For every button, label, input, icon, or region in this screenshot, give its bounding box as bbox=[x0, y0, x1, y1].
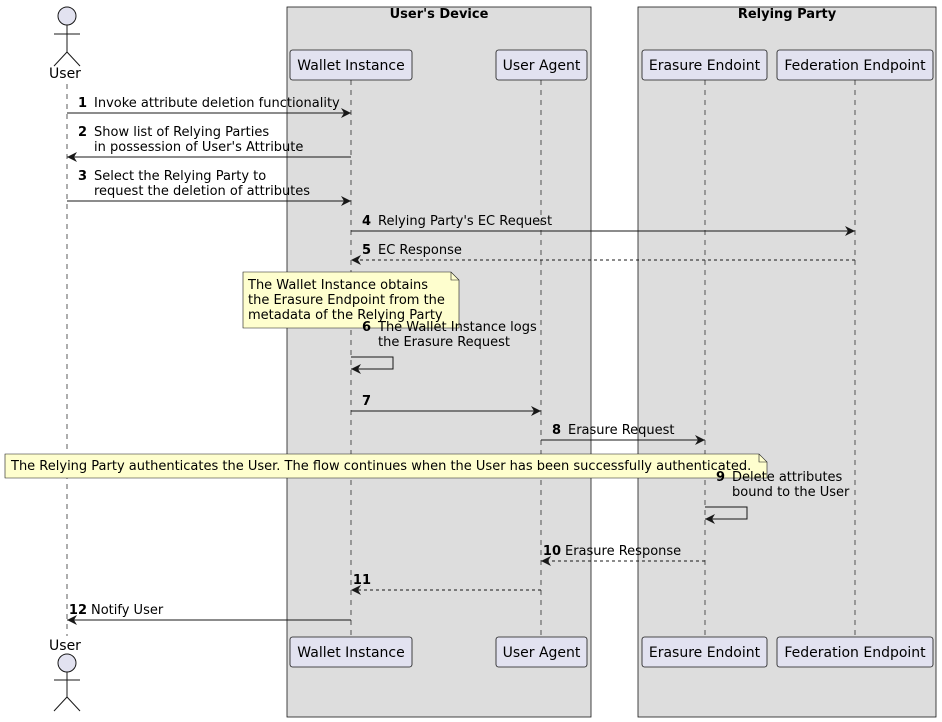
participant-wallet-label: Wallet Instance bbox=[297, 645, 404, 661]
message-12: 12 Notify User bbox=[67, 603, 351, 625]
message-5: 5 EC Response bbox=[351, 243, 855, 265]
participant-federation-top: Federation Endpoint bbox=[776, 49, 934, 81]
message-label: request the deletion of attributes bbox=[94, 184, 310, 199]
message-label: Relying Party's EC Request bbox=[378, 214, 552, 229]
participant-wallet-label: Wallet Instance bbox=[297, 58, 404, 74]
note-authentication: The Relying Party authenticates the User… bbox=[4, 453, 768, 479]
message-label: bound to the User bbox=[732, 485, 850, 500]
message-number: 9 bbox=[716, 470, 725, 485]
message-4: 4 Relying Party's EC Request bbox=[351, 214, 855, 236]
message-10: 10 Erasure Response bbox=[541, 544, 705, 566]
message-label: EC Response bbox=[378, 243, 462, 258]
message-number: 2 bbox=[78, 125, 87, 140]
message-number: 8 bbox=[552, 423, 561, 438]
message-label: Notify User bbox=[91, 603, 164, 618]
participant-user-bottom: User bbox=[49, 638, 81, 712]
box-relying-party-title: Relying Party bbox=[738, 7, 837, 22]
message-label: Invoke attribute deletion functionality bbox=[94, 96, 340, 111]
message-label: Erasure Response bbox=[565, 544, 681, 559]
box-users-device-title: User's Device bbox=[390, 7, 489, 22]
message-1: 1 Invoke attribute deletion functionality bbox=[67, 96, 351, 118]
message-label: Delete attributes bbox=[732, 470, 843, 485]
message-label: in possession of User's Attribute bbox=[94, 140, 303, 155]
message-number: 3 bbox=[78, 169, 87, 184]
self-message-arrow bbox=[705, 506, 748, 524]
message-number: 4 bbox=[362, 214, 371, 229]
participant-wallet-bottom: Wallet Instance bbox=[289, 636, 413, 668]
participant-wallet-top: Wallet Instance bbox=[289, 49, 413, 81]
participant-agent-label: User Agent bbox=[503, 645, 581, 661]
message-label: Show list of Relying Parties bbox=[94, 125, 269, 140]
lifelines bbox=[66, 80, 856, 636]
note-line: The Wallet Instance obtains bbox=[247, 278, 428, 293]
note-line: metadata of the Relying Party bbox=[248, 308, 443, 323]
participant-federation-label: Federation Endpoint bbox=[784, 58, 926, 74]
message-number: 11 bbox=[353, 573, 371, 588]
participant-federation-label: Federation Endpoint bbox=[784, 645, 926, 661]
actor-icon bbox=[53, 6, 81, 67]
actor-icon bbox=[53, 653, 81, 712]
participant-user-label: User bbox=[49, 638, 81, 654]
participant-erasure-label: Erasure Endoint bbox=[649, 58, 761, 74]
message-number: 10 bbox=[543, 544, 561, 559]
participant-agent-bottom: User Agent bbox=[495, 636, 588, 668]
note-wallet-erasure-endpoint: The Wallet Instance obtains the Erasure … bbox=[242, 271, 460, 329]
message-label: Erasure Request bbox=[568, 423, 675, 438]
message-11: 11 bbox=[351, 573, 541, 595]
message-label: The Wallet Instance logs bbox=[377, 320, 537, 335]
box-users-device: User's Device bbox=[286, 6, 592, 718]
messages: 1 Invoke attribute deletion functionality… bbox=[67, 96, 855, 625]
participant-user-top: User bbox=[49, 6, 81, 82]
message-number: 6 bbox=[362, 320, 371, 335]
message-number: 7 bbox=[362, 394, 371, 409]
message-number: 1 bbox=[78, 96, 87, 111]
box-relying-party: Relying Party bbox=[637, 6, 937, 718]
participant-agent-top: User Agent bbox=[495, 49, 588, 81]
message-number: 12 bbox=[69, 603, 87, 618]
participant-erasure-bottom: Erasure Endoint bbox=[641, 636, 768, 668]
note-line: the Erasure Endpoint from the bbox=[248, 293, 445, 308]
message-number: 5 bbox=[362, 243, 371, 258]
message-8: 8 Erasure Request bbox=[541, 423, 705, 445]
participant-erasure-top: Erasure Endoint bbox=[641, 49, 768, 81]
participant-agent-label: User Agent bbox=[503, 58, 581, 74]
participant-erasure-label: Erasure Endoint bbox=[649, 645, 761, 661]
self-message-arrow bbox=[351, 356, 394, 374]
participant-user-label: User bbox=[49, 66, 81, 82]
message-7: 7 bbox=[351, 394, 541, 416]
note-line: The Relying Party authenticates the User… bbox=[10, 459, 751, 474]
message-label: the Erasure Request bbox=[378, 335, 510, 350]
message-label: Select the Relying Party to bbox=[94, 169, 266, 184]
participant-federation-bottom: Federation Endpoint bbox=[776, 636, 934, 668]
